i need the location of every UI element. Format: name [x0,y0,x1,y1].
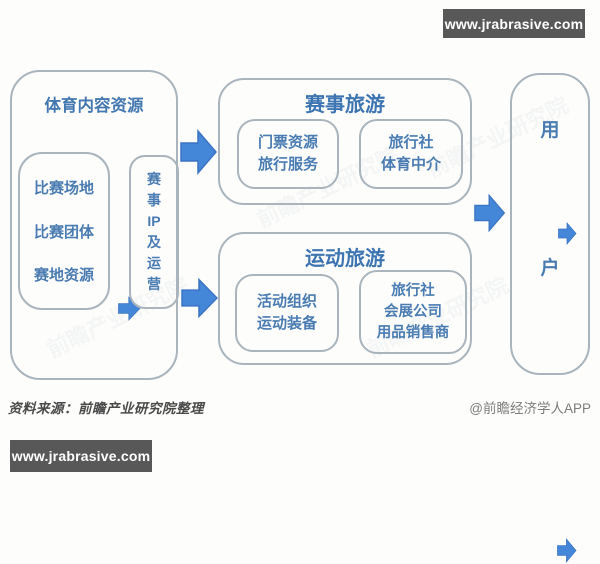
channel-line: 旅行社 [388,134,434,151]
ip-line: 赛 [147,171,161,187]
event-tourism-title: 赛事旅游 [305,94,385,116]
sports-content-resources-title: 体育内容资源 [44,97,144,115]
data-source-note: 资料来源：前瞻产业研究院整理 [8,401,204,416]
right-arrow-icon [474,193,506,233]
right-arrow-icon [181,277,218,319]
right-arrow-icon [118,296,141,321]
ip-line: 运 [147,255,161,271]
resource-line: 赛地资源 [33,267,94,285]
site-url-badge-bottom: www.jrabrasive.com [10,440,152,472]
right-arrow-icon [558,221,577,246]
credit-note: @前瞻经济学人APP [469,401,591,416]
event-tourism-box: 赛事旅游 门票资源 旅行服务 旅行社 体育中介 [218,78,577,246]
event-ip-operation-box: 赛 事 IP 及 运 营 [129,155,179,309]
supply-line: 运动装备 [256,315,317,332]
sports-content-resources-box: 体育内容资源 比赛场地 比赛团体 赛地资源 赛 事 IP 及 运 营 [10,70,179,380]
user-char: 户 [540,258,560,279]
resource-line: 比赛场地 [33,179,94,197]
flow-diagram: 前瞻产业研究院 前瞻产业研究院 前瞻产业研究院 前瞻产业研究院 www.jrab… [8,9,591,563]
activity-organization-equipment-box: 活动组织 运动装备 [235,274,339,352]
supply-line: 旅行服务 [257,156,318,173]
channel-line: 旅行社 [391,282,435,299]
right-arrow-icon [557,538,577,563]
supply-line: 门票资源 [257,134,318,151]
supply-line: 活动组织 [256,293,317,310]
channel-line: 用品销售商 [376,324,450,341]
channel-line: 会展公司 [384,303,442,320]
user-box: 用 户 [510,73,590,375]
ip-line: IP [147,213,161,229]
ip-line: 营 [147,276,161,292]
ip-line: 及 [147,234,161,250]
site-url-badge-top: www.jrabrasive.com [443,9,585,38]
resource-line: 比赛团体 [33,223,94,241]
sport-tourism-title: 运动旅游 [305,248,385,270]
channel-line: 体育中介 [380,156,441,173]
right-arrow-icon [180,128,217,176]
ip-line: 事 [147,192,161,208]
user-char: 用 [540,120,560,141]
sport-tourism-box: 运动旅游 活动组织 运动装备 旅行社 会展公司 用品销售商 [218,232,577,563]
competition-resources-box: 比赛场地 比赛团体 赛地资源 [18,152,110,310]
ticket-resources-travel-services-box: 门票资源 旅行服务 [237,119,339,189]
travel-agency-sports-intermediary-box: 旅行社 体育中介 [359,119,463,189]
agency-exhibition-seller-box: 旅行社 会展公司 用品销售商 [359,270,467,354]
